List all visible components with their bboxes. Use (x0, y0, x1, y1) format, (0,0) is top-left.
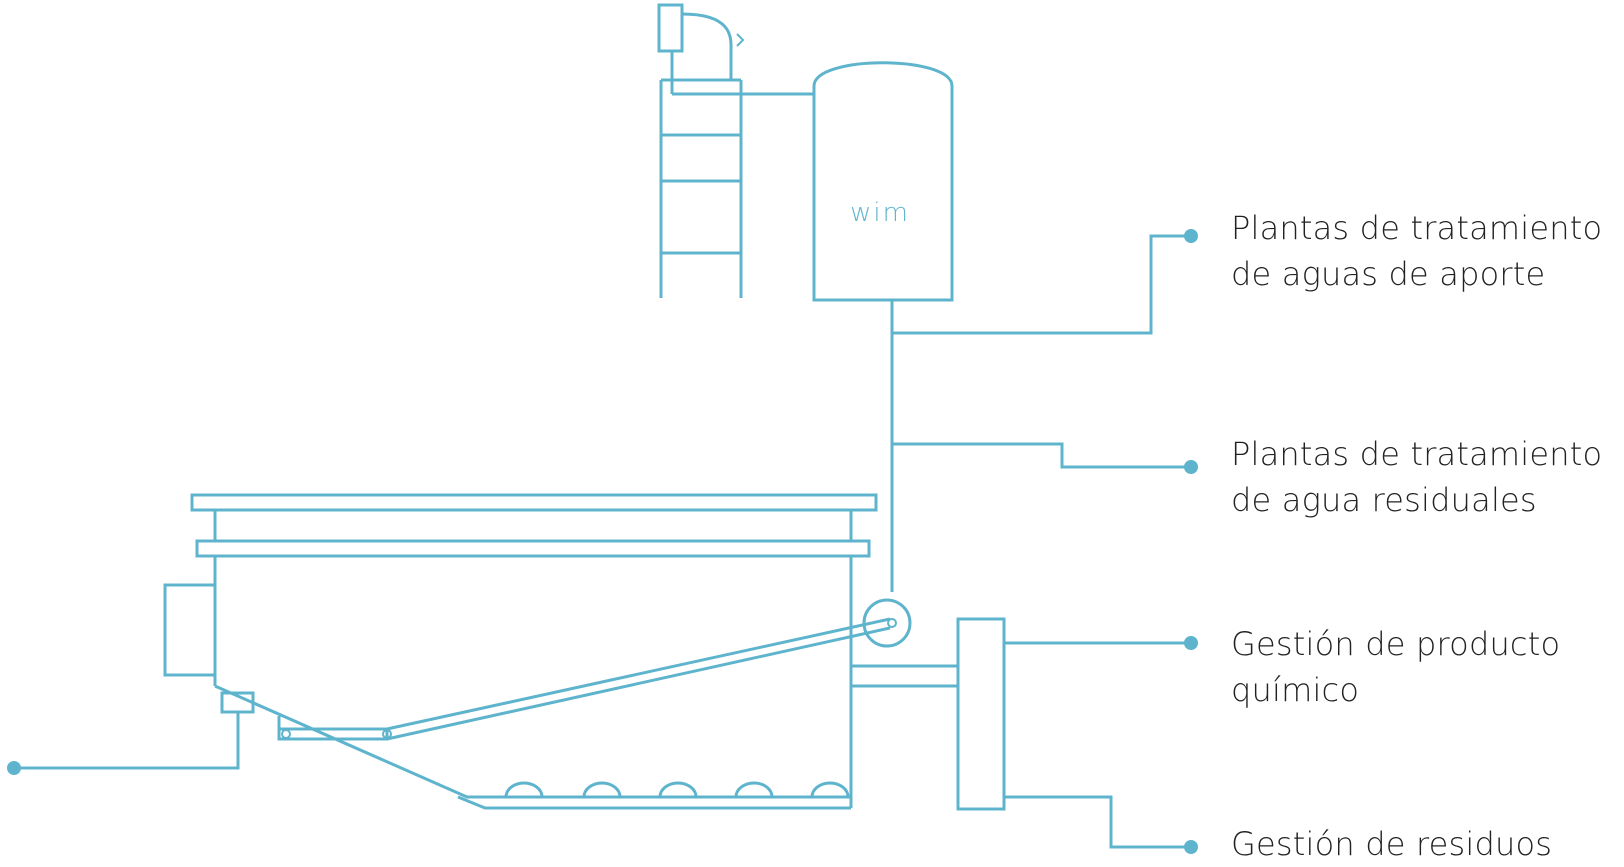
scraper-arm (277, 617, 891, 741)
label-quimico: Gestión de producto químico (1231, 621, 1560, 713)
storage-tank (812, 61, 954, 302)
label-quimico-line-1: Gestión de producto (1231, 625, 1561, 663)
label-residuales: Plantas de tratamiento de agua residuale… (1231, 431, 1602, 523)
pump-circle (862, 598, 912, 648)
label-aporte: Plantas de tratamiento de aguas de aport… (1231, 205, 1602, 297)
label-aporte-line-2: de aguas de aporte (1231, 255, 1546, 293)
label-residuos-line-1: Gestión de residuos (1231, 825, 1553, 863)
endpoint-dot-residuos (1184, 840, 1198, 854)
endpoint-dot-aporte (1184, 229, 1198, 243)
dosing-unit (657, 3, 814, 96)
pipe-aporte (892, 234, 1190, 335)
label-residuales-line-1: Plantas de tratamiento (1231, 435, 1603, 473)
endpoint-dot-outlet (7, 761, 21, 775)
brand-logo: wim (850, 198, 910, 228)
ladder (659, 78, 743, 298)
pipe-residuos (1004, 795, 1190, 849)
label-residuos: Gestión de residuos (1231, 821, 1552, 867)
endpoint-dot-quimico (1184, 636, 1198, 650)
chemical-unit (956, 617, 1006, 811)
pivot-point (887, 618, 897, 628)
endpoint-dot-residuales (1184, 460, 1198, 474)
label-residuales-line-2: de agua residuales (1231, 481, 1537, 519)
label-quimico-line-2: químico (1231, 671, 1360, 709)
label-aporte-line-1: Plantas de tratamiento (1231, 209, 1603, 247)
bottom-diffusers (504, 781, 850, 798)
main-vessel (14, 493, 878, 810)
pipe-residuales (892, 442, 1190, 469)
connector-pipe (851, 664, 958, 688)
